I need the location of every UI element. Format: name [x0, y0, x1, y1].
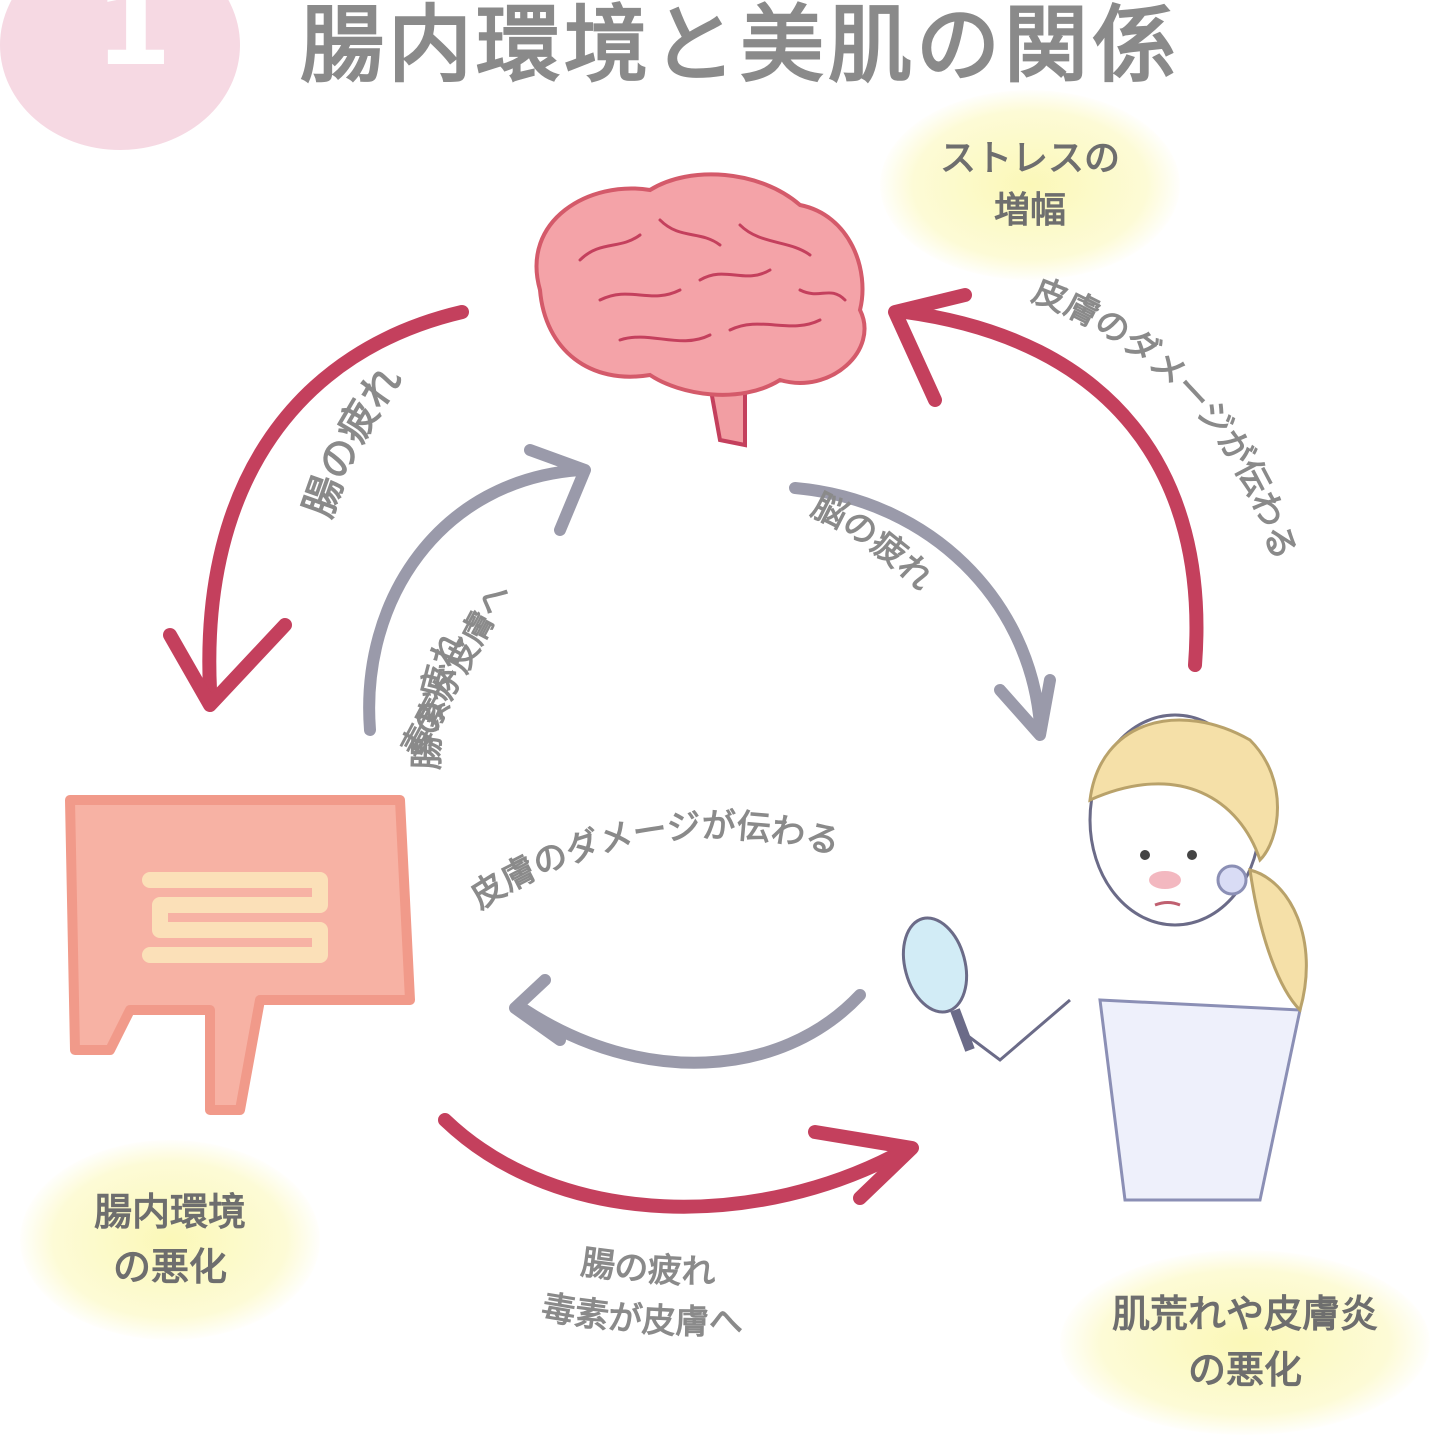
note-gut-line2: の悪化	[112, 1245, 227, 1289]
note-gut-line1: 腸内環境	[93, 1189, 246, 1234]
note-gut: 腸内環境の悪化	[20, 1140, 320, 1340]
page-title: 腸内環境と美肌の関係	[300, 0, 1181, 94]
intestine-icon	[65, 795, 415, 1115]
label-gut-to-skin-line2: 毒素が皮膚へ	[538, 1288, 743, 1343]
label-skin-to-brain: 皮膚のダメージが伝わる	[1027, 271, 1304, 565]
label-skin-to-gut: 皮膚のダメージが伝わる	[463, 806, 843, 917]
note-stress-line1: ストレスの	[939, 137, 1120, 179]
step-number: 1	[95, 0, 172, 90]
arrow-skin-to-brain	[888, 288, 1204, 672]
brain-icon	[534, 172, 867, 448]
arrow-gut-to-skin	[438, 1113, 919, 1214]
arrow-brain-to-skin	[789, 482, 1056, 741]
note-stress-line2: 増幅	[993, 190, 1066, 231]
label-gut-to-brain-line2: 毒素が皮膚へ	[394, 576, 518, 763]
note-stress: ストレスの増幅	[880, 90, 1180, 280]
label-gut-to-skin-line1: 腸の疲れ	[579, 1243, 716, 1293]
note-skin-line2: の悪化	[1187, 1347, 1302, 1392]
arrow-brain-to-gut	[163, 305, 469, 712]
arrow-skin-to-gut	[509, 974, 866, 1069]
woman-with-mirror-icon	[901, 713, 1308, 1202]
arrow-gut-to-brain	[363, 444, 591, 736]
note-skin: 肌荒れや皮膚炎の悪化	[1060, 1250, 1430, 1435]
note-skin-line1: 肌荒れや皮膚炎	[1111, 1292, 1378, 1337]
